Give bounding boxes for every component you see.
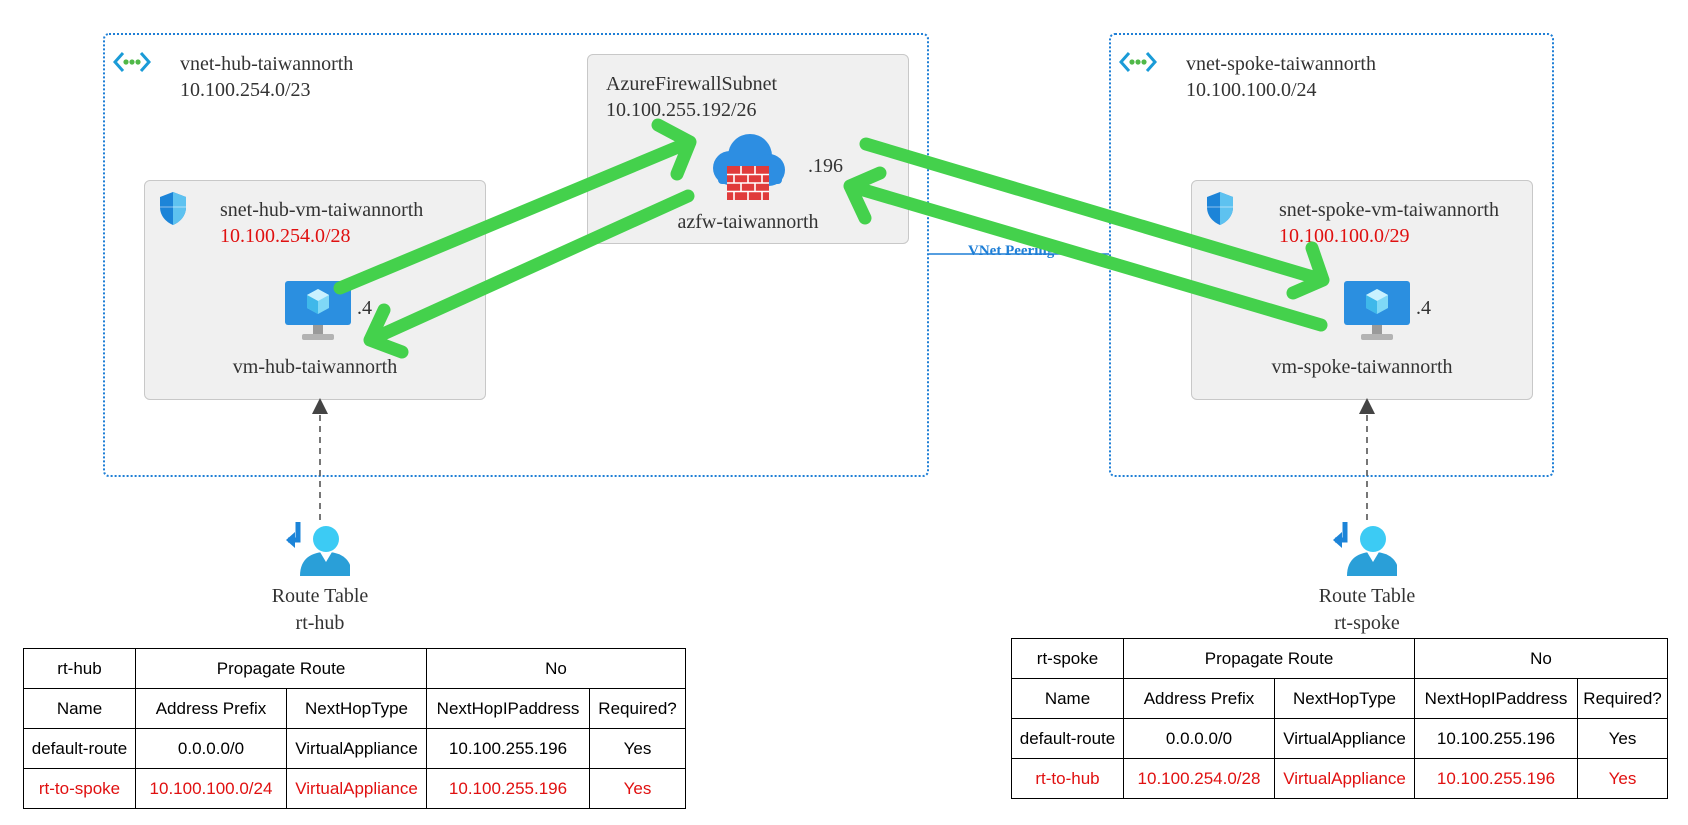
table-cell: VirtualAppliance [1273,758,1416,799]
traffic-arrow-hub-to-firewall [333,118,697,295]
route-table-columns-row: Name Address Prefix NextHopType NextHopI… [1011,678,1669,719]
table-cell: 10.100.100.0/24 [135,768,287,809]
table-cell: Yes [589,728,687,769]
virtual-machine-icon [284,280,352,347]
traffic-arrow-firewall-to-hub [363,189,695,359]
table-row: rt-to-spoke 10.100.100.0/24 VirtualAppli… [23,768,687,809]
route-table-columns-row: Name Address Prefix NextHopType NextHopI… [23,688,687,729]
spoke-vnet-name: vnet-spoke-taiwannorth [1186,53,1376,75]
hub-route-table: rt-hub Propagate Route No Name Address P… [23,648,687,809]
firewall-icon [706,132,790,209]
spoke-route-table-name: rt-spoke [1334,612,1400,634]
propagate-route-value: No [1414,638,1669,679]
column-header: Required? [1577,678,1669,719]
hub-subnet-name: snet-hub-vm-taiwannorth [220,199,424,221]
table-cell: Yes [1577,718,1669,759]
column-header: Address Prefix [1123,678,1275,719]
column-header: NextHopType [1273,678,1416,719]
spoke-vm-name: vm-spoke-taiwannorth [1271,356,1453,378]
spoke-route-table-label: Route Table [1318,585,1416,607]
hub-route-table-name: rt-hub [295,612,345,634]
table-cell: Yes [589,768,687,809]
vnet-icon [1118,50,1158,79]
vnet-peering-label: VNet Peering [968,243,1055,259]
table-cell: 0.0.0.0/0 [135,728,287,769]
vnet-hub [103,33,929,477]
table-cell: VirtualAppliance [1273,718,1416,759]
table-cell: 10.100.255.196 [426,728,591,769]
traffic-arrow-spoke-to-firewall [843,166,1328,332]
vnet-spoke [1109,33,1554,477]
hub-vm-ip: .4 [357,297,372,319]
spoke-subnet-cidr: 10.100.100.0/29 [1279,225,1410,247]
table-cell: rt-to-spoke [23,768,136,809]
table-cell: VirtualAppliance [285,768,428,809]
column-header: NextHopIPaddress [426,688,591,729]
hub-vnet-name: vnet-hub-taiwannorth [180,53,354,75]
table-cell: default-route [1011,718,1124,759]
spoke-vnet-cidr: 10.100.100.0/24 [1186,79,1317,101]
propagate-route-value: No [426,648,687,689]
hub-route-table-label: Route Table [271,585,369,607]
nsg-shield-icon [1205,190,1235,231]
table-row: default-route 0.0.0.0/0 VirtualAppliance… [1011,718,1669,759]
table-cell: 10.100.254.0/28 [1123,758,1275,799]
spoke-subnet-name: snet-spoke-vm-taiwannorth [1279,199,1499,221]
column-header: NextHopIPaddress [1414,678,1579,719]
firewall-subnet-name: AzureFirewallSubnet [606,73,778,95]
table-cell: 10.100.255.196 [1414,718,1579,759]
column-header: NextHopType [285,688,428,729]
column-header: Name [23,688,136,729]
spoke-route-table: rt-spoke Propagate Route No Name Address… [1011,638,1669,799]
table-cell: default-route [23,728,136,769]
table-cell: Yes [1577,758,1669,799]
propagate-route-label: Propagate Route [1122,638,1416,679]
route-table-header-row: rt-spoke Propagate Route No [1011,638,1669,679]
hub-subnet-cidr: 10.100.254.0/28 [220,225,351,247]
table-row: rt-to-hub 10.100.254.0/28 VirtualApplian… [1011,758,1669,799]
firewall-name: azfw-taiwannorth [677,211,819,233]
route-table-id: rt-hub [23,648,136,689]
table-row: default-route 0.0.0.0/0 VirtualAppliance… [23,728,687,769]
column-header: Name [1011,678,1124,719]
route-table-id: rt-spoke [1011,638,1124,679]
firewall-ip: .196 [808,155,843,177]
route-table-header-row: rt-hub Propagate Route No [23,648,687,689]
table-cell: 0.0.0.0/0 [1123,718,1275,759]
firewall-subnet-cidr: 10.100.255.192/26 [606,99,757,121]
virtual-machine-icon [1343,280,1411,347]
column-header: Address Prefix [135,688,287,729]
table-cell: VirtualAppliance [285,728,428,769]
hub-vm-name: vm-hub-taiwannorth [232,356,398,378]
vnet-icon [112,50,152,79]
traffic-arrow-firewall-to-spoke [859,137,1330,300]
column-header: Required? [589,688,687,729]
table-cell: 10.100.255.196 [426,768,591,809]
nsg-shield-icon [158,190,188,231]
route-table-icon [286,520,352,583]
hub-vnet-cidr: 10.100.254.0/23 [180,79,311,101]
route-table-icon [1333,520,1399,583]
propagate-route-label: Propagate Route [134,648,428,689]
table-cell: 10.100.255.196 [1414,758,1579,799]
table-cell: rt-to-hub [1011,758,1124,799]
spoke-vm-ip: .4 [1416,297,1431,319]
